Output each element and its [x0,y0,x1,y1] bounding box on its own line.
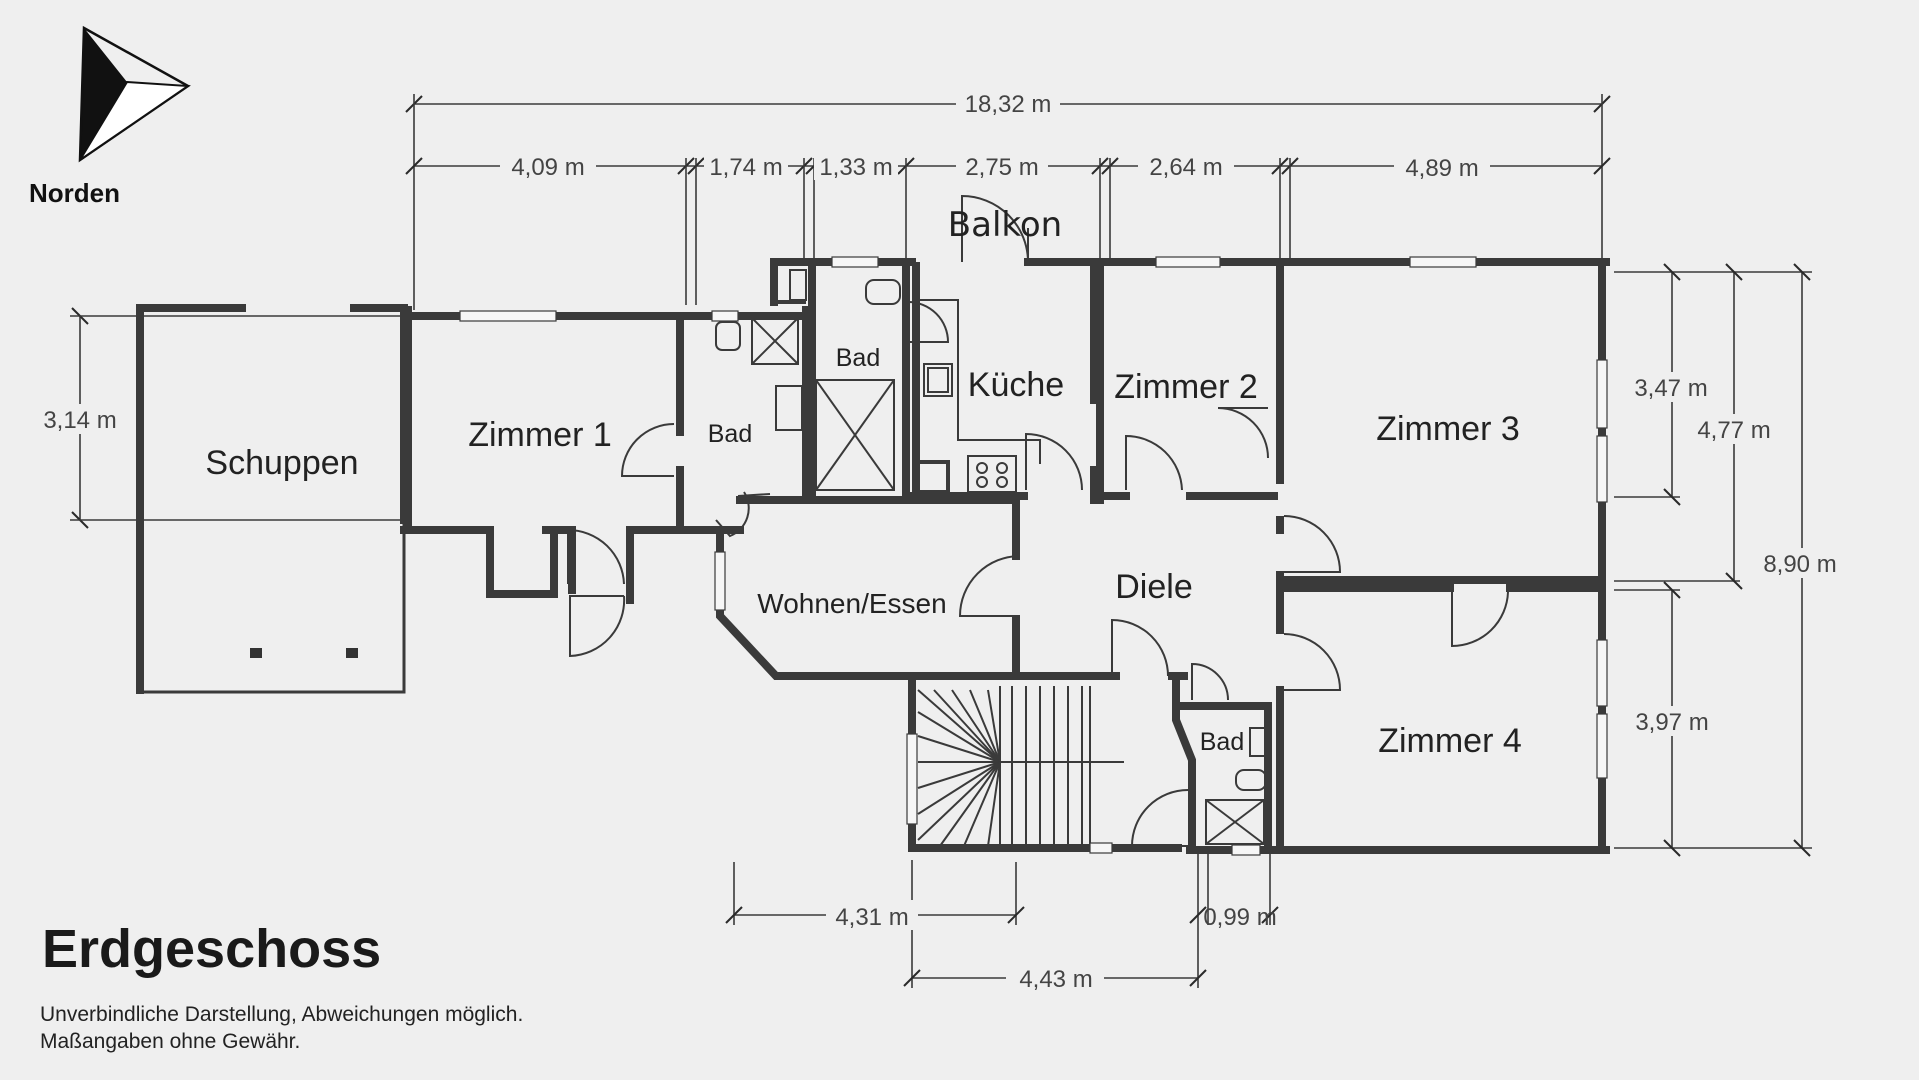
dim-347: 3,47 m [1634,375,1707,402]
dim-seg-4: 2,75 m [965,154,1038,181]
dim-seg-6: 4,89 m [1405,155,1478,182]
dim-schuppen-depth: 3,14 m [43,407,116,434]
room-labels: Schuppen Zimmer 1 Bad Bad Balkon Küche Z… [205,205,1521,760]
room-zimmer-3: Zimmer 3 [1376,410,1520,448]
north-arrow-icon [78,25,191,163]
dim-099: 0,99 m [1203,904,1276,931]
room-bad-1: Bad [708,420,752,448]
dim-477: 4,77 m [1697,417,1770,444]
door-swings [567,194,1509,847]
walls [136,258,1610,854]
room-bad-3: Bad [1200,728,1244,756]
dim-890: 8,90 m [1763,551,1836,578]
room-zimmer-1: Zimmer 1 [468,416,612,454]
room-schuppen: Schuppen [205,444,358,482]
compass-label: Norden [29,178,120,208]
dim-397: 3,97 m [1635,709,1708,736]
page-title: Erdgeschoss [42,919,382,979]
room-diele: Diele [1115,568,1192,606]
room-wohnen-essen: Wohnen/Essen [757,588,946,619]
room-balkon: Balkon [948,205,1062,245]
windows [459,256,1608,856]
fixtures [250,269,1267,845]
disclaimer-line-1: Unverbindliche Darstellung, Abweichungen… [40,1003,524,1026]
dimension-labels: 18,32 m 4,09 m 1,74 m 1,33 m 2,75 m 2,64… [32,88,1848,993]
disclaimer-line-2: Maßangaben ohne Gewähr. [40,1030,301,1053]
room-kueche: Küche [968,366,1064,404]
disclaimer: Unverbindliche Darstellung, Abweichungen… [40,1001,523,1055]
room-zimmer-2: Zimmer 2 [1114,368,1258,406]
dim-seg-1: 4,09 m [511,154,584,181]
dim-seg-3: 1,33 m [819,154,892,181]
dim-431: 4,31 m [835,904,908,931]
room-bad-2: Bad [836,344,880,372]
dim-443: 4,43 m [1019,966,1092,993]
dim-seg-5: 2,64 m [1149,154,1222,181]
dim-total-width: 18,32 m [965,91,1052,118]
room-zimmer-4: Zimmer 4 [1378,722,1522,760]
staircase [917,686,1124,848]
dim-seg-2: 1,74 m [709,154,782,181]
